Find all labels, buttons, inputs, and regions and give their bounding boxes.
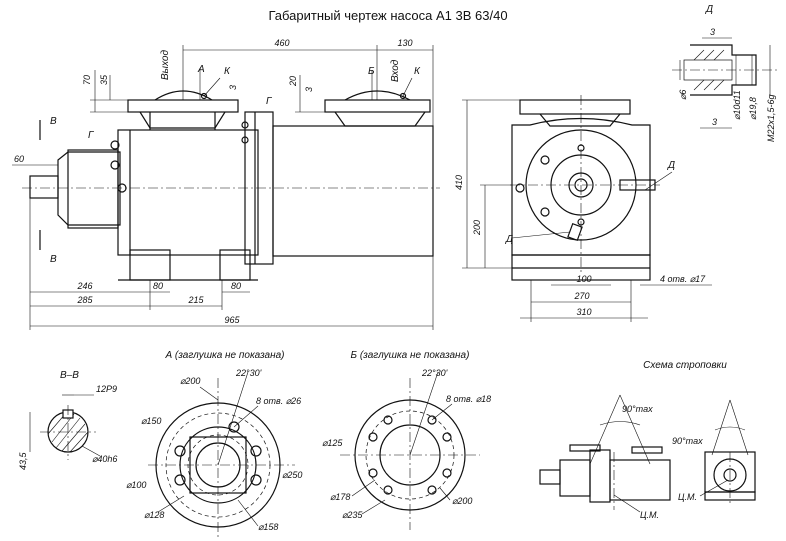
dim-965: 965 [224,315,240,325]
section-A-title: А (заглушка не показана) [164,350,284,361]
drawing-title: Габаритный чертеж насоса А1 3В 63/40 [268,8,507,23]
dim-B-200: ⌀200 [452,496,472,506]
dim-60: 60 [14,154,24,164]
dim-A-128: ⌀128 [144,510,164,520]
dim-D-3-bottom: 3 [712,117,717,127]
detail-D-callout: Д [667,160,675,171]
dim-130: 130 [397,38,412,48]
dim-BB-40: ⌀40h6 [92,454,117,464]
dim-A-150: ⌀150 [141,416,161,426]
detail-D-callout-2: Д [505,234,513,245]
dim-D-3-top: 3 [710,27,715,37]
dim-A-angle: 22°30' [235,368,262,378]
side-view: В В Выход Вход А Б К К Г Г 460 130 70 35… [12,38,440,330]
front-view: Д Д 410 200 100 270 310 4 отв. ⌀17 [454,95,712,322]
cm-label-front: Ц.М. [678,492,697,502]
dim-3-inlet: 3 [304,87,314,92]
port-A-label: А [197,64,205,75]
dim-215: 215 [187,295,204,305]
dim-D-19: ⌀19,8 [748,97,758,120]
dim-200: 200 [472,220,482,236]
sling-scheme: Схема строповки 90°max Ц.М. 90°max Ц.М. [539,360,756,520]
dim-100: 100 [576,274,591,284]
feet-holes-note: 4 отв. ⌀17 [660,274,706,284]
dim-3-outlet: 3 [228,85,238,90]
dim-460: 460 [274,38,289,48]
dim-246: 246 [76,281,92,291]
detail-G-label-1: Г [88,130,95,141]
dim-35: 35 [99,74,109,85]
sling-angle-1: 90°max [622,404,653,414]
dim-80-b: 80 [231,281,241,291]
dim-410: 410 [454,175,464,190]
dim-A-158: ⌀158 [258,522,278,532]
sling-title: Схема строповки [643,360,727,371]
dim-B-178: ⌀178 [330,492,350,502]
detail-D: Д 3 3 ⌀6 ⌀10d11 ⌀19,8 M22x1,5-6g [672,4,780,142]
cm-label-side: Ц.М. [640,510,659,520]
dim-D-thread: M22x1,5-6g [766,94,776,142]
dim-285: 285 [76,295,93,305]
port-B-label: Б [368,66,375,77]
dim-270: 270 [573,291,589,301]
dim-D-10: ⌀10d11 [732,90,742,120]
dim-A-250: ⌀250 [282,470,302,480]
dim-B-angle: 22°30' [421,368,448,378]
dim-A-holes: 8 отв. ⌀26 [256,396,301,406]
dim-B-holes: 8 отв. ⌀18 [446,394,491,404]
dim-BB-43: 43,5 [18,451,28,470]
dim-B-235: ⌀235 [342,510,363,520]
detail-D-title: Д [705,4,713,15]
section-mark-top: В [50,116,57,127]
dim-20: 20 [288,76,298,87]
section-B-title: Б (заглушка не показана) [351,350,470,361]
plug-K-label-2: К [414,66,421,77]
dim-A-200: ⌀200 [180,376,200,386]
sling-angle-2: 90°max [672,436,703,446]
plug-K-label-1: К [224,66,231,77]
section-A: А (заглушка не показана) 22°30' ⌀200 8 о… [126,350,302,538]
section-BB: В–В 12P9 43,5 ⌀40h6 [18,370,117,470]
inlet-label: Вход [390,59,401,82]
dim-310: 310 [576,307,591,317]
dim-D-6: ⌀6 [678,90,688,100]
dim-B-125: ⌀125 [322,438,343,448]
dim-A-100: ⌀100 [126,480,146,490]
detail-G-label-2: Г [266,96,273,107]
outlet-label: Выход [160,50,171,80]
dim-70: 70 [82,75,92,85]
section-BB-title: В–В [60,370,79,381]
dim-80-a: 80 [153,281,163,291]
section-B: Б (заглушка не показана) 22°30' 8 отв. ⌀… [322,350,491,530]
dim-BB-12: 12P9 [96,384,117,394]
section-mark-bottom: В [50,254,57,265]
